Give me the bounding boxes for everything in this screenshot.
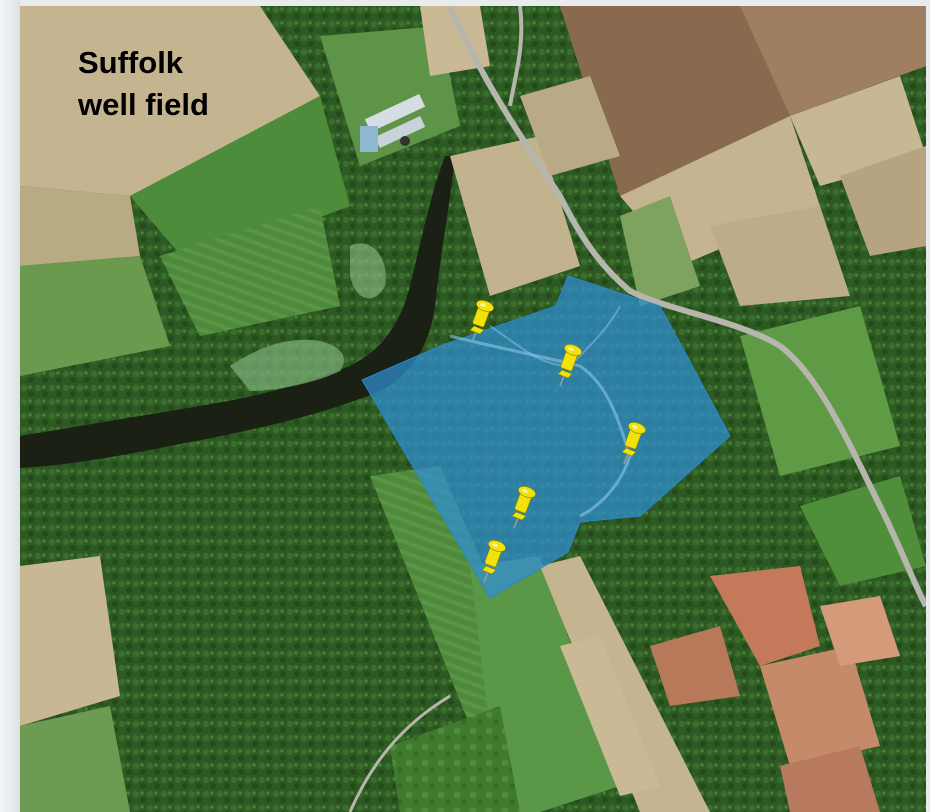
pushpin-icon[interactable] xyxy=(557,342,583,387)
field xyxy=(560,6,790,196)
satellite-map[interactable]: Suffolk well field xyxy=(20,6,926,812)
field xyxy=(840,146,926,256)
field xyxy=(710,206,850,306)
page-edge-decoration xyxy=(0,0,20,812)
wetland xyxy=(350,243,386,299)
construction-site xyxy=(650,566,900,812)
field xyxy=(390,706,520,812)
pushpin-icon[interactable] xyxy=(469,298,495,343)
field xyxy=(20,706,130,812)
pushpin-icon[interactable] xyxy=(621,420,647,465)
pushpin-icon[interactable] xyxy=(481,538,507,583)
field xyxy=(620,196,700,306)
farm-buildings xyxy=(360,93,426,152)
field xyxy=(160,206,340,336)
well-pins xyxy=(469,298,647,583)
field xyxy=(800,476,926,586)
field xyxy=(20,256,170,376)
well-field-path xyxy=(449,334,632,518)
field xyxy=(520,76,620,176)
field xyxy=(540,556,710,812)
title-line-2: well field xyxy=(78,87,209,122)
road xyxy=(447,6,926,608)
map-title: Suffolk well field xyxy=(78,42,209,126)
map-canvas xyxy=(20,6,926,812)
road xyxy=(348,694,451,812)
pushpin-icon[interactable] xyxy=(511,484,537,529)
field xyxy=(20,186,140,266)
title-line-1: Suffolk xyxy=(78,45,184,80)
field xyxy=(320,26,460,166)
field xyxy=(20,6,320,196)
road xyxy=(508,6,524,107)
field xyxy=(20,556,120,726)
well-field-area[interactable] xyxy=(361,275,731,599)
field xyxy=(740,6,926,116)
field xyxy=(560,636,660,796)
river xyxy=(20,156,455,468)
wetland xyxy=(230,339,344,391)
